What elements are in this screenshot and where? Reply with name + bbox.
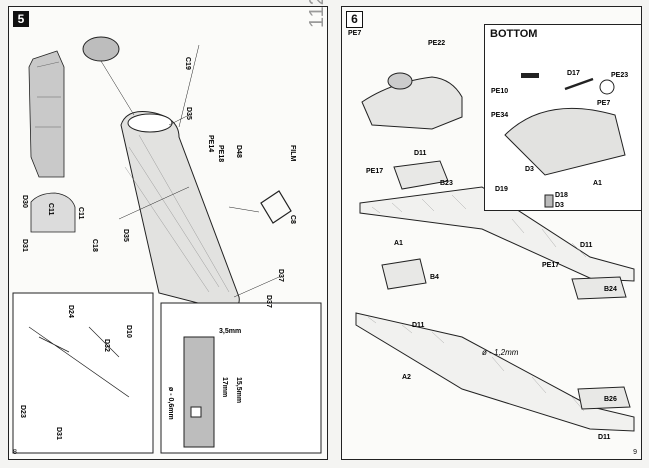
step-6-drawing (355, 72, 635, 432)
inset-part-label: D23 (19, 405, 26, 418)
part-label: PE7 (597, 100, 610, 107)
drill-note: ø - 0,6mm (167, 387, 174, 420)
part-label: FILM (289, 145, 296, 161)
part-label: D35 (185, 107, 192, 120)
step-number: 6 (346, 11, 363, 28)
page-number: 9 (633, 449, 637, 456)
part-label: D17 (567, 70, 580, 77)
kit-number: 1127 (306, 0, 328, 28)
inset-part-label: D31 (55, 427, 62, 440)
part-label: PE14 (207, 135, 214, 152)
dimension-label: 15,5mm (235, 377, 242, 403)
part-label: D37 (277, 269, 284, 282)
bottom-detail-drawing: D17 PE23 PE10 PE34 PE7 D3 D19 D18 D3 A1 (491, 70, 628, 209)
part-label: D3 (555, 202, 564, 209)
part-label: D37 (265, 295, 272, 308)
side-label: D30 (21, 195, 28, 208)
part-label: PE10 (491, 88, 508, 95)
part-label: D3 (525, 166, 534, 173)
part-label: D35 (122, 229, 129, 242)
part-label: PE18 (217, 145, 224, 162)
step-5-panel: 5 C19 (8, 6, 328, 460)
part-label: D19 (495, 186, 508, 193)
inset-title: BOTTOM (490, 28, 538, 40)
inset-part-label: D10 (125, 325, 132, 338)
side-label: D31 (21, 239, 28, 252)
part-label: C19 (184, 57, 191, 70)
part-label: A1 (593, 180, 602, 187)
step-6-panel: 6 BOTTOM (341, 6, 642, 460)
part-label: PE34 (491, 112, 508, 119)
inset-part-label: D24 (67, 305, 74, 318)
part-label: C18 (91, 239, 98, 252)
part-label: C8 (289, 215, 296, 224)
part-label: D48 (235, 145, 242, 158)
page-number: 8 (13, 449, 17, 456)
dimension-label: 3,5mm (219, 328, 241, 335)
dimension-label: 17mm (221, 377, 228, 397)
step-5-drawing: C19 D35 PE14 PE18 D48 FILM C8 D37 D37 C1… (12, 36, 322, 454)
step-number: 5 (13, 11, 29, 27)
side-label: C11 (47, 203, 54, 216)
inset-part-label: D32 (103, 339, 110, 352)
part-label: D18 (555, 192, 568, 199)
part-label: PE23 (611, 72, 628, 79)
bottom-detail-inset: BOTTOM D17 PE23 PE10 PE34 PE7 D3 D19 D18… (484, 24, 642, 211)
side-label: C11 (77, 207, 84, 220)
